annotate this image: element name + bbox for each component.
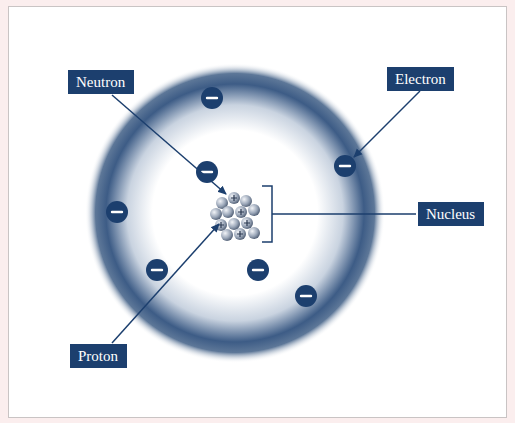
label-box: Proton [70, 344, 127, 368]
part-label: Neutron [76, 73, 125, 91]
nucleus-bracket [262, 186, 416, 242]
electrons [106, 87, 356, 307]
part-label: Nucleus [426, 205, 475, 223]
label-box: Nucleus [418, 202, 484, 226]
label-box: Neutron [68, 70, 134, 94]
leader-lines [112, 91, 420, 343]
part-label: Proton [78, 347, 118, 365]
part-label: Electron [395, 70, 446, 88]
electron-cloud [85, 63, 385, 363]
nucleus-cluster [210, 192, 260, 241]
label-box: Electron [387, 67, 454, 91]
